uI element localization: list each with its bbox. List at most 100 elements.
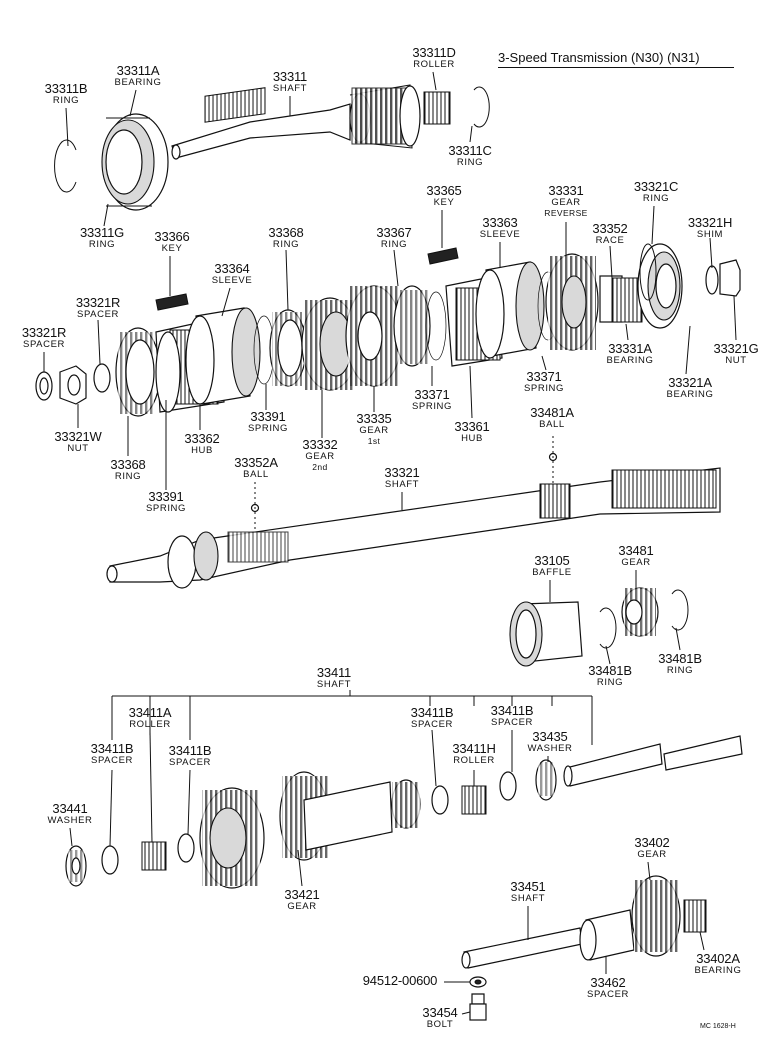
shaft-33411-bracket — [111, 690, 593, 745]
ring-33311b — [54, 139, 77, 193]
spacer-33411b-c — [431, 785, 449, 815]
bolt-33454 — [469, 993, 487, 1021]
nut-33321g — [719, 259, 741, 297]
ring-33321c — [639, 243, 657, 301]
drawing-code: MC 1628-H — [700, 1023, 736, 1030]
ball-33481a — [548, 436, 558, 486]
gear-2nd-33332 — [301, 297, 359, 391]
gear-33481 — [621, 587, 659, 637]
roller-33411a — [141, 841, 167, 871]
spacer-33462 — [579, 909, 635, 961]
washer-33435 — [535, 759, 557, 801]
counter-shaft-33411 — [563, 735, 743, 787]
ring-33368-left — [115, 327, 161, 417]
leader-lines — [43, 71, 737, 1015]
baffle-33105 — [509, 601, 583, 667]
idler-gear-33402 — [631, 875, 681, 957]
counter-gear-33421 — [199, 771, 421, 889]
spacer-33321r — [93, 363, 111, 393]
title-underline — [498, 67, 734, 68]
sleeve-33363 — [475, 261, 545, 359]
ball-33352a — [250, 482, 260, 530]
spacer-33321r-left — [35, 371, 53, 401]
ring-33367 — [393, 285, 431, 367]
washer-33441 — [65, 845, 87, 887]
roller-33411h — [461, 785, 487, 815]
input-shaft-33311 — [171, 84, 421, 160]
spring-33371 — [425, 291, 447, 361]
roller-33311d — [423, 91, 451, 125]
shim-33321h — [705, 265, 719, 295]
ring-33481b-right — [671, 589, 689, 631]
idler-shaft-33451 — [461, 927, 583, 969]
sleeve-33364 — [185, 307, 261, 405]
spacer-33411b-d — [499, 771, 517, 801]
spacer-33411b-a — [101, 845, 119, 875]
ring-33481b-left — [599, 607, 617, 649]
ring-33368 — [269, 309, 307, 387]
washer-94512 — [469, 976, 487, 988]
bearing-33321a — [637, 243, 683, 329]
ring-33311c — [473, 86, 490, 128]
reverse-gear-33331 — [545, 253, 599, 351]
bearing-33331a — [611, 277, 643, 323]
output-shaft-33321 — [106, 467, 721, 589]
nut-33321w — [59, 365, 87, 405]
diagram-title: 3-Speed Transmission (N30) (N31) — [498, 50, 700, 65]
gear-1st-33335 — [345, 285, 403, 387]
